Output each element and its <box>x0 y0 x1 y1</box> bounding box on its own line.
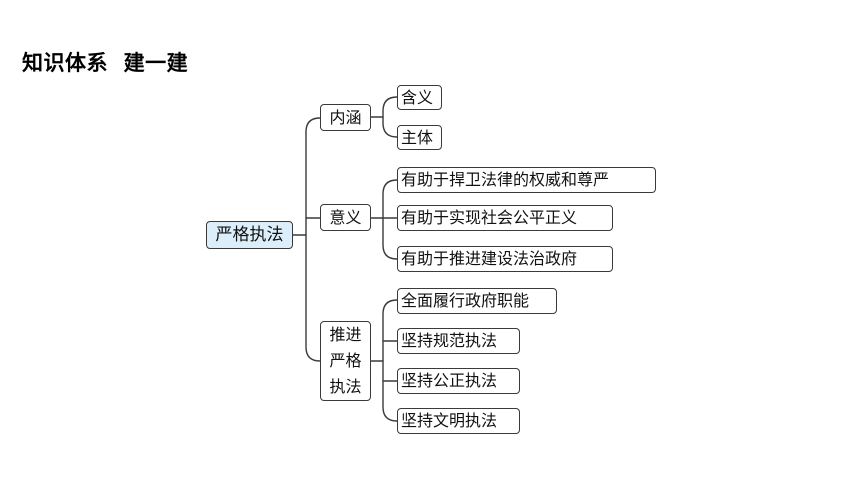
page-title: 知识体系 建一建 <box>22 51 189 75</box>
leaf-tuijin-4: 坚持文明执法 <box>397 408 520 434</box>
branch-tuijin-line-2: 严格 <box>329 351 362 370</box>
leaf-hanyi: 含义 <box>397 85 442 110</box>
leaf-tuijin-2: 坚持规范执法 <box>397 328 520 354</box>
root-node: 严格执法 <box>206 221 293 249</box>
branch-tuijin-line-3: 执法 <box>329 377 362 396</box>
branch-tuijin: 推进 严格 执法 <box>320 321 371 401</box>
leaf-zhuti: 主体 <box>397 125 442 150</box>
branch-yiyi: 意义 <box>320 204 371 231</box>
branch-neihan: 内涵 <box>320 104 371 131</box>
leaf-yiyi-1: 有助于捍卫法律的权威和尊严 <box>397 167 656 193</box>
leaf-yiyi-3: 有助于推进建设法治政府 <box>397 246 613 272</box>
leaf-tuijin-3: 坚持公正执法 <box>397 368 520 394</box>
branch-tuijin-line-1: 推进 <box>329 325 362 344</box>
leaf-yiyi-2: 有助于实现社会公平正义 <box>397 205 613 231</box>
leaf-tuijin-1: 全面履行政府职能 <box>397 288 557 314</box>
